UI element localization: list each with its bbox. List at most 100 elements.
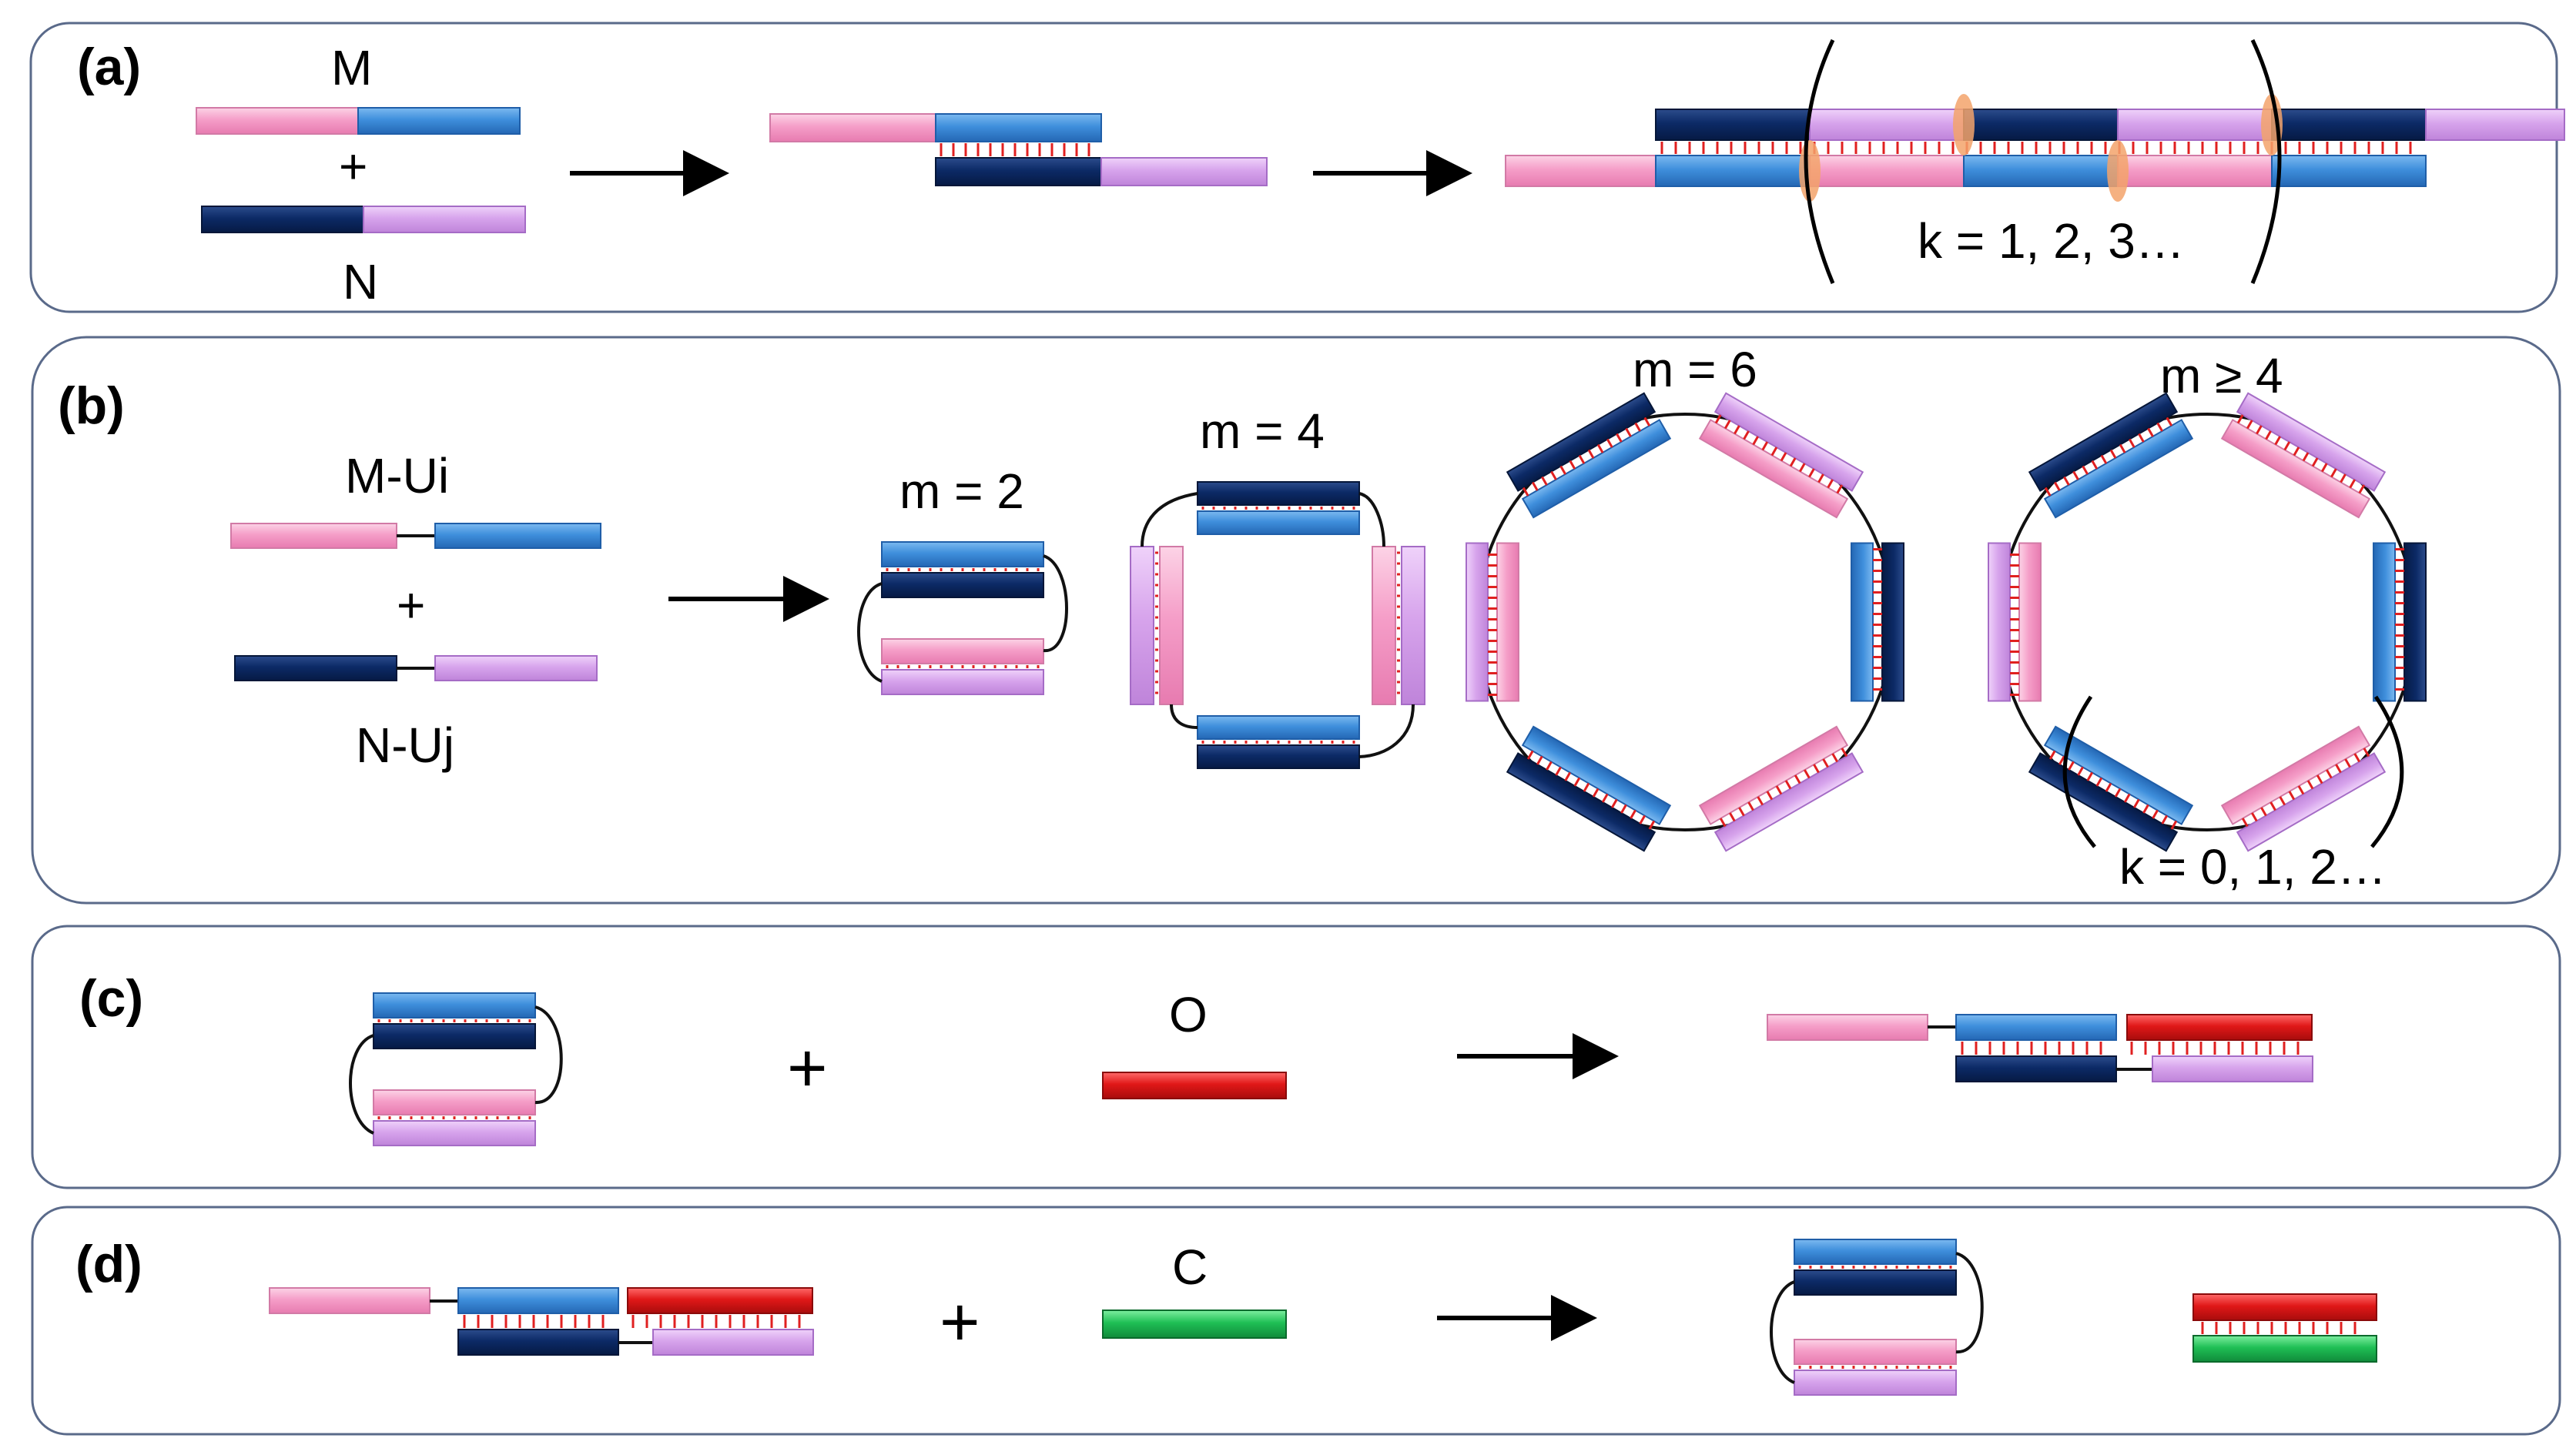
base-pair xyxy=(1817,473,1824,483)
base-pair xyxy=(1522,487,1529,497)
linker xyxy=(1955,1252,1984,1354)
junction-mark xyxy=(2107,140,2129,202)
base-pair xyxy=(2349,479,2356,489)
strand-segment xyxy=(2117,109,2273,141)
strand-segment xyxy=(1655,109,1811,141)
base-pair xyxy=(2241,818,2249,828)
base-pair xyxy=(2058,755,2065,765)
strand-segment xyxy=(1794,1269,1957,1296)
strand-segment xyxy=(230,523,397,549)
base-pair xyxy=(2269,801,2276,811)
base-pair xyxy=(2138,433,2145,443)
base-pair xyxy=(1601,793,1609,803)
base-pair xyxy=(2105,782,2112,792)
base-pairs xyxy=(886,568,1040,668)
strand-segment xyxy=(2043,419,2194,519)
strand-segment xyxy=(1159,546,1184,705)
strand-segment xyxy=(881,638,1044,664)
strand-C xyxy=(1102,1310,1287,1339)
base-pair xyxy=(1827,479,1834,489)
base-pair xyxy=(2152,809,2159,819)
base-pair xyxy=(2274,436,2281,446)
plus-sign: + xyxy=(397,577,425,633)
base-pair xyxy=(2063,476,2070,486)
base-pair xyxy=(1770,447,1778,457)
strand-segment xyxy=(234,655,397,681)
base-pair xyxy=(1643,416,1651,426)
base-pair xyxy=(1714,414,1722,424)
base-pair xyxy=(1606,438,1613,448)
base-pair xyxy=(1578,454,1586,464)
base-pairs xyxy=(940,143,1090,156)
strand-N-label: N xyxy=(343,254,378,309)
strand-segment xyxy=(2220,419,2371,519)
linker xyxy=(1358,492,1385,547)
strand-segment xyxy=(2236,752,2387,852)
duplex-pair xyxy=(1506,725,1672,852)
strand-segment xyxy=(1506,752,1656,852)
base-pair xyxy=(2170,820,2178,830)
strand-MUi xyxy=(230,523,601,549)
strand-segment xyxy=(1713,752,1864,852)
strand-segment xyxy=(1809,155,1965,187)
base-pair xyxy=(2344,758,2351,768)
base-pair xyxy=(1734,425,1740,435)
panel-a: M + N xyxy=(196,38,2565,309)
base-pair xyxy=(2363,748,2370,758)
base-pair xyxy=(1780,452,1787,462)
base-pair xyxy=(2340,473,2347,483)
base-pair xyxy=(2306,780,2314,790)
linker xyxy=(1770,1280,1795,1384)
duplex-pair xyxy=(1988,542,2042,702)
base-pair xyxy=(2335,764,2342,774)
strand-segment xyxy=(457,1287,619,1314)
base-pair xyxy=(1634,422,1641,432)
base-pair xyxy=(1526,750,1534,760)
strand-segment xyxy=(1521,419,1672,519)
base-pair xyxy=(2161,814,2169,824)
strand-segment xyxy=(1698,725,1849,825)
base-pair xyxy=(1583,782,1590,792)
linker xyxy=(534,1005,563,1105)
cyclic-dimer-regenerated xyxy=(1770,1239,1984,1396)
base-pairs xyxy=(1798,1266,1952,1369)
base-pair xyxy=(2166,416,2173,426)
strand-O xyxy=(627,1287,813,1314)
strand-segment xyxy=(269,1287,430,1314)
base-pair xyxy=(1766,791,1774,801)
base-pair xyxy=(2119,443,2126,453)
base-pair xyxy=(2072,470,2079,480)
panel-b: M-Ui + N-Uj m = 2 m = 4 xyxy=(230,342,2427,895)
linker xyxy=(857,582,883,683)
strand-segment xyxy=(881,541,1044,567)
base-pair xyxy=(1813,764,1820,774)
strand-segment xyxy=(1505,155,1656,187)
base-pair xyxy=(2320,463,2328,473)
base-pair xyxy=(1738,807,1745,817)
plus-sign: + xyxy=(940,1284,980,1361)
base-pair xyxy=(2283,441,2291,451)
panel-b-label: (b) xyxy=(58,376,125,435)
strand-segment xyxy=(1197,510,1360,535)
cycle-m4-label: m = 4 xyxy=(1200,403,1325,459)
base-pair xyxy=(2048,750,2056,760)
base-pair xyxy=(2147,427,2154,437)
duplex-pair xyxy=(1698,725,1864,852)
base-pair xyxy=(1743,430,1750,440)
strand-segment xyxy=(2152,1055,2313,1082)
strand-segment xyxy=(2403,542,2427,702)
base-pair xyxy=(1723,420,1731,430)
base-pair xyxy=(1808,468,1815,478)
strand-segment xyxy=(357,107,521,135)
base-pair xyxy=(1541,476,1548,486)
linear-polymer: k = 1, 2, 3… xyxy=(1505,38,2565,284)
strand-segment xyxy=(1794,1370,1957,1396)
linker xyxy=(349,1034,374,1135)
duplex-pair xyxy=(2220,392,2387,519)
base-pair xyxy=(1536,755,1543,765)
strand-segment xyxy=(457,1329,619,1356)
strand-segment xyxy=(1698,419,1849,519)
base-pair xyxy=(2260,807,2267,817)
base-pairs xyxy=(1961,1042,2300,1055)
base-pair xyxy=(2288,791,2296,801)
